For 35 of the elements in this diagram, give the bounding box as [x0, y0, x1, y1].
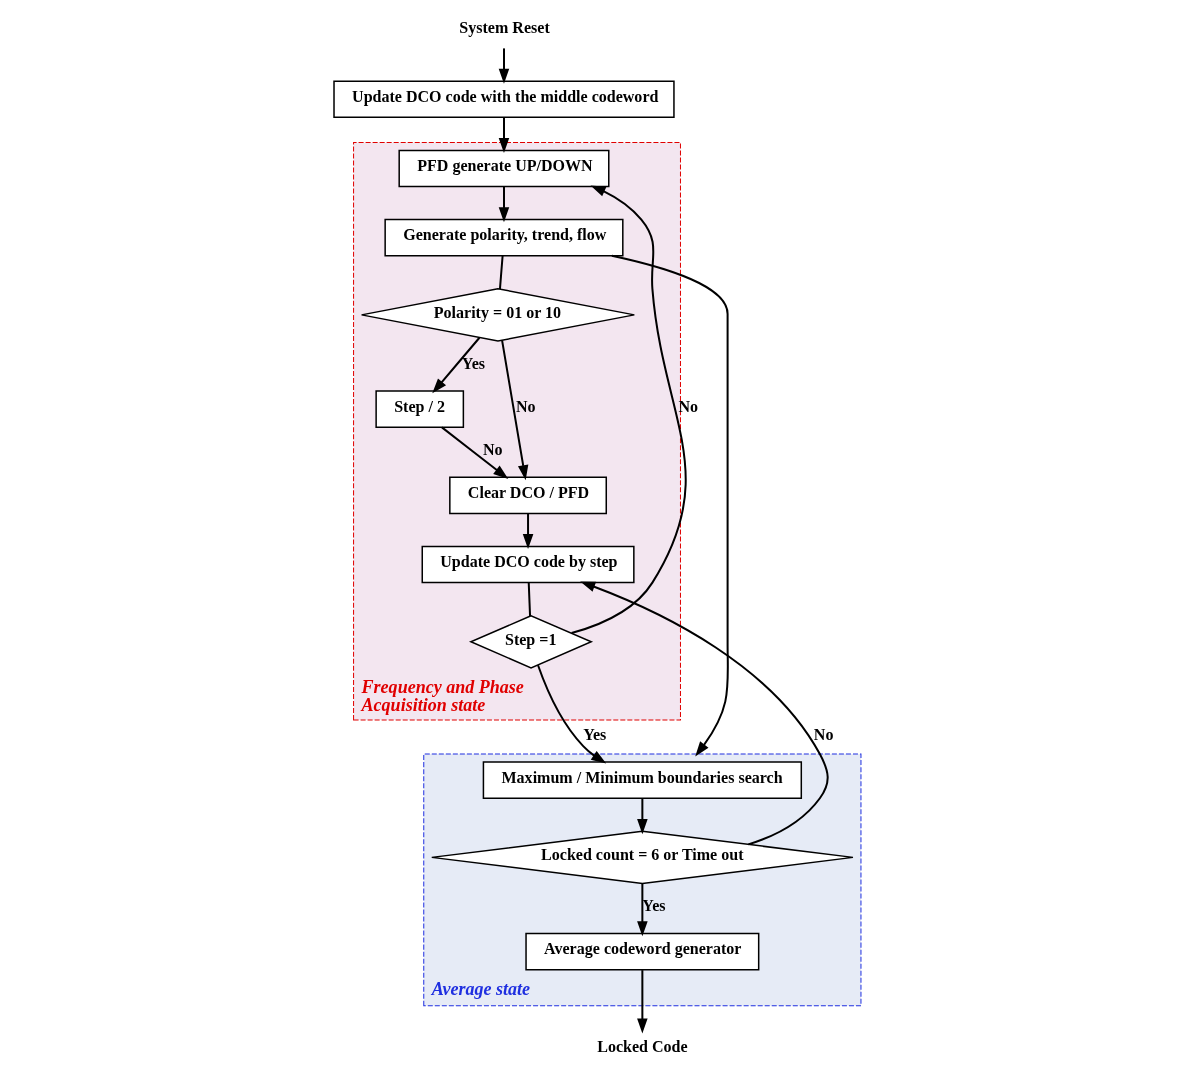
arrow: [536, 664, 606, 764]
arrow: [500, 340, 528, 481]
arrow: [522, 513, 533, 550]
edge-label: No: [813, 725, 833, 743]
node-box: Clear DCO / PFD: [448, 476, 607, 515]
arrow: [431, 337, 480, 394]
node-box: Maximum / Minimum boundaries search: [482, 761, 802, 799]
arrow: [440, 426, 508, 479]
node-box: Update DCO code by step: [421, 545, 635, 584]
edge-label: Yes: [582, 725, 606, 743]
connector: [527, 582, 531, 617]
arrow: [636, 798, 648, 835]
edge-label: No: [482, 441, 503, 459]
node-box: Generate polarity, trend, flow: [383, 218, 624, 257]
edge-label: No: [515, 397, 536, 415]
arrow: [570, 185, 687, 635]
node-diamond: Step =1: [468, 614, 593, 669]
arrow: [579, 581, 829, 846]
node-box: PFD generate UP/DOWN: [397, 149, 609, 188]
arrow: [611, 254, 729, 757]
node-text: System Reset: [458, 18, 550, 36]
arrow: [498, 48, 509, 84]
arrow: [636, 970, 648, 1034]
node-diamond: Locked count = 6 or Time out: [430, 830, 854, 885]
arrow: [498, 117, 509, 154]
node-box: Average codeword generator: [524, 932, 759, 971]
node-box: Step / 2: [374, 390, 464, 428]
edge-label: Yes: [641, 897, 666, 915]
arrow: [498, 186, 509, 223]
connector: [498, 255, 504, 290]
node-diamond: Polarity = 01 or 10: [360, 288, 635, 342]
arrow: [636, 883, 648, 937]
edge-label: Yes: [461, 354, 485, 372]
node-box: Update DCO code with the middle codeword: [332, 80, 675, 119]
node-text: Locked Code: [596, 1037, 688, 1055]
